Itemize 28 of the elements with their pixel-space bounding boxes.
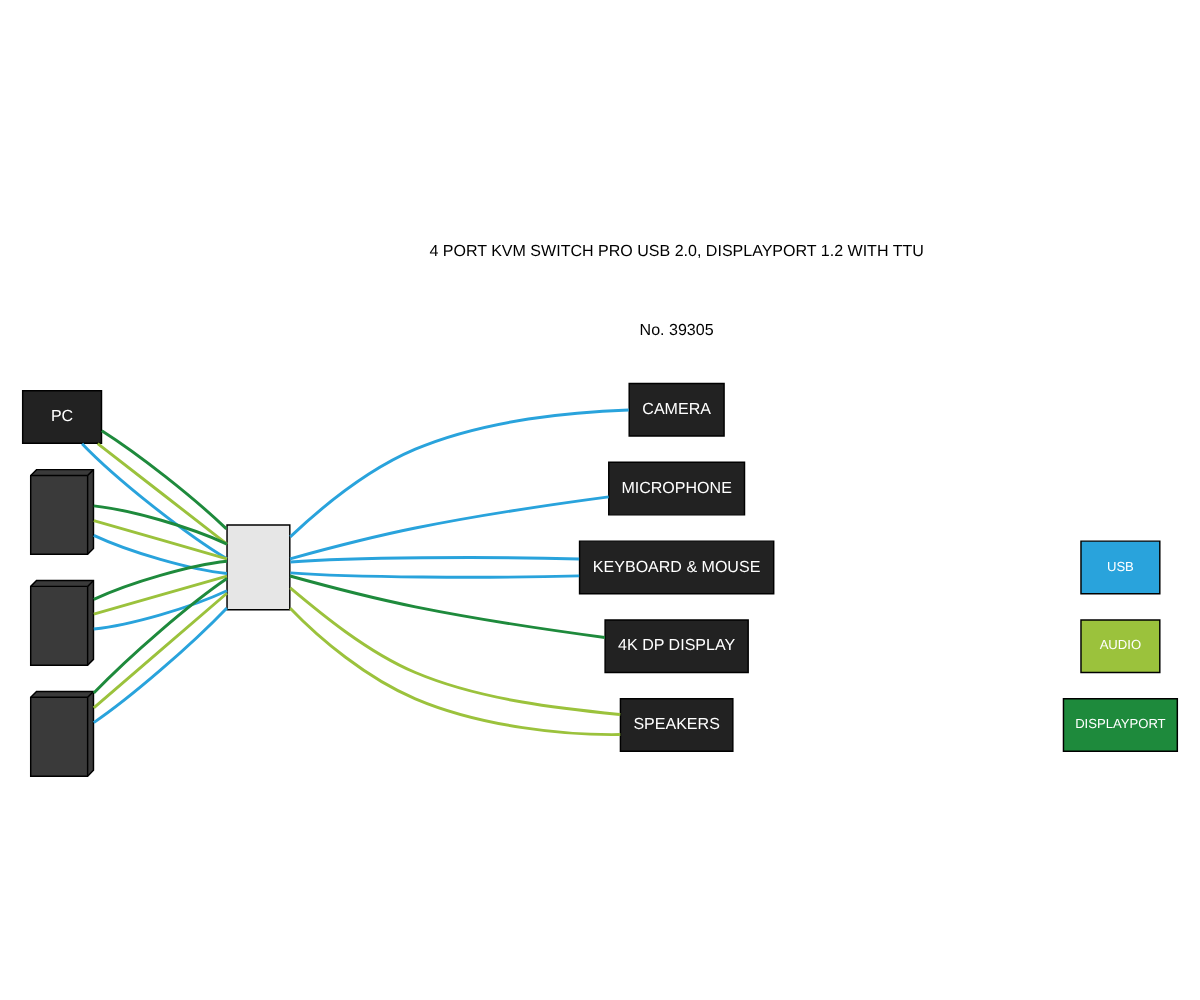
node-box: PC — [21, 389, 103, 444]
node-box: 4K DP DISPLAY — [604, 618, 749, 673]
connector — [93, 533, 228, 574]
node-box: CAMERA — [628, 381, 725, 436]
connector — [290, 555, 580, 563]
node-box — [226, 523, 291, 610]
connector — [93, 518, 228, 560]
node-box: KEYBOARD & MOUSE — [578, 539, 775, 594]
connector — [96, 441, 228, 545]
node-label: 4 PORT KVM SWITCH PRO USB 2.0, DISPLAYPORT 1.2 WITH TTU — [429, 241, 924, 260]
node-label: No. 39305 — [639, 320, 714, 339]
node-box: SPEAKERS — [619, 697, 734, 752]
connector — [93, 558, 228, 600]
node-box: MICROPHONE — [608, 460, 746, 515]
connector — [93, 503, 228, 545]
connector — [289, 585, 621, 716]
connector — [81, 441, 228, 559]
connector — [93, 588, 228, 630]
connector — [289, 407, 629, 537]
connector — [289, 573, 605, 638]
connector — [290, 570, 580, 578]
connector — [92, 605, 228, 723]
connector — [289, 494, 609, 560]
connector — [100, 428, 228, 529]
connector — [93, 573, 228, 615]
connector — [92, 591, 228, 708]
connector — [92, 576, 228, 694]
connector — [289, 606, 621, 736]
